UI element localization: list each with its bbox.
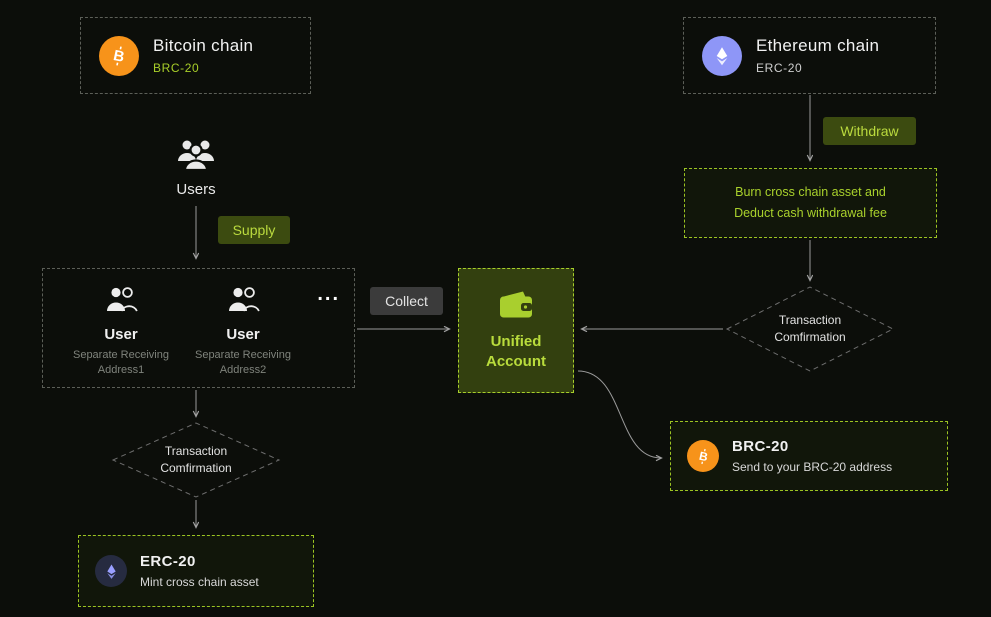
confirmation-right-line2: Comfirmation [774, 330, 846, 344]
confirmation-left-line2: Comfirmation [160, 461, 232, 475]
brc20-note-subtitle: Send to your BRC-20 address [732, 460, 893, 474]
users-group-label: Users [176, 181, 216, 198]
confirmation-left-text: Transaction Comfirmation [126, 443, 266, 477]
wallet-icon [497, 289, 535, 326]
confirmation-right-line1: Transaction [778, 313, 842, 327]
bitcoin-chain-title: Bitcoin chain [153, 36, 254, 55]
confirmation-left-line1: Transaction [164, 444, 228, 458]
burn-note-line1: Burn cross chain asset and [735, 185, 886, 199]
bitcoin-chain-node: B Bitcoin chain BRC-20 [80, 17, 311, 94]
ethereum-chain-title: Ethereum chain [756, 36, 880, 55]
user1-cell: User Separate Receiving Address1 [65, 285, 177, 378]
burn-note-line2: Deduct cash withdrawal fee [734, 206, 887, 220]
arrow-unified-to-brc20 [577, 370, 661, 458]
unified-account-line2: Account [486, 353, 546, 370]
withdraw-button[interactable]: Withdraw [823, 117, 916, 145]
ethereum-icon [702, 35, 742, 76]
confirmation-diamond-right [725, 286, 895, 372]
svg-text:B: B [697, 448, 709, 464]
brc20-note-title: BRC-20 [732, 438, 789, 455]
user1-icon [104, 285, 138, 320]
collect-button[interactable]: Collect [370, 287, 443, 315]
supply-button[interactable]: Supply [218, 216, 290, 244]
bitcoin-icon: B [99, 35, 139, 76]
confirmation-right-text: Transaction Comfirmation [740, 312, 880, 346]
users-addresses-box: User Separate Receiving Address1 User Se… [42, 268, 355, 388]
svg-text:B: B [112, 47, 126, 66]
user1-address-line1: Separate Receiving [72, 349, 169, 361]
erc20-note-box: ERC-20 Mint cross chain asset [78, 535, 314, 607]
user2-cell: User Separate Receiving Address2 [187, 285, 299, 378]
bitcoin-icon-small: B [687, 440, 719, 472]
user1-label: User [104, 326, 138, 343]
burn-note-box: Burn cross chain asset and Deduct cash w… [684, 168, 937, 238]
ethereum-chain-node: Ethereum chain ERC-20 [683, 17, 936, 94]
erc20-note-subtitle: Mint cross chain asset [140, 575, 259, 589]
users-group-icon [175, 136, 217, 179]
user1-address-line2: Address1 [97, 364, 145, 376]
ethereum-icon-small [95, 555, 127, 587]
user2-icon [226, 285, 260, 320]
unified-account-node: Unified Account [458, 268, 574, 393]
brc20-note-box: B BRC-20 Send to your BRC-20 address [670, 421, 948, 491]
user2-address-line1: Separate Receiving [194, 349, 291, 361]
ethereum-chain-badge: ERC-20 [756, 61, 803, 75]
unified-account-line1: Unified [490, 333, 542, 350]
user2-address-line2: Address2 [219, 364, 267, 376]
more-users-ellipsis: ... [317, 283, 340, 305]
erc20-note-title: ERC-20 [140, 553, 196, 570]
bitcoin-chain-badge: BRC-20 [153, 61, 200, 75]
confirmation-diamond-left [111, 422, 281, 498]
user2-label: User [226, 326, 260, 343]
